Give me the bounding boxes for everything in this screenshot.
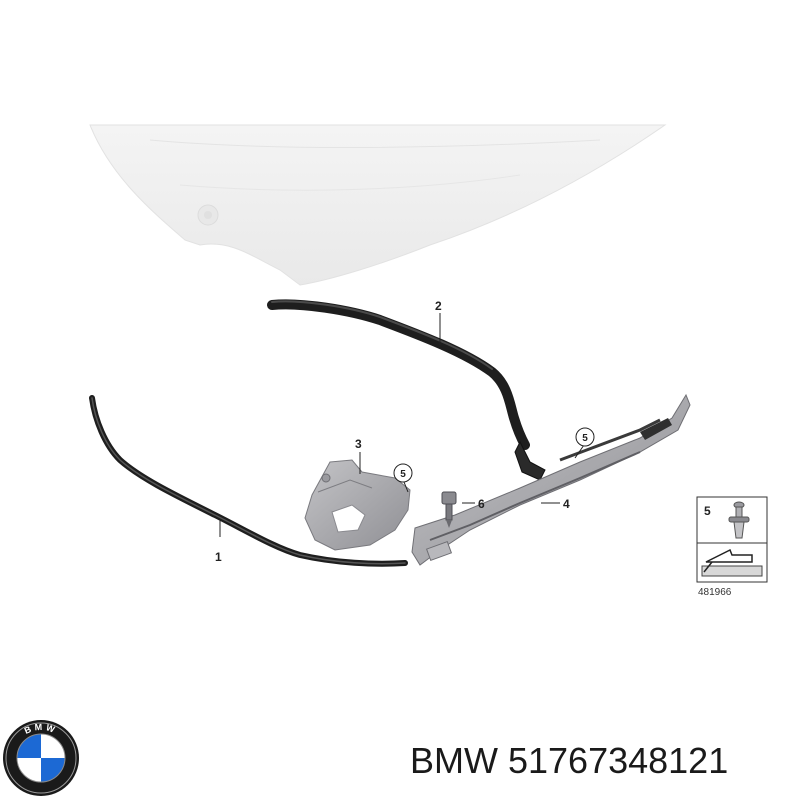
part-3-bracket (304, 459, 411, 551)
clip-fastener-icon (728, 501, 750, 539)
callout-4: 4 (563, 497, 570, 511)
leader-lines (219, 313, 585, 537)
footer-part-number: 51767348121 (507, 740, 729, 781)
callout-5-b: 5 (582, 433, 588, 444)
callout-3: 3 (355, 437, 362, 451)
part-2-upper-seal (267, 299, 546, 481)
part-1-lower-seal (89, 395, 408, 567)
footer-brand: BMW (410, 740, 498, 781)
legend-number: 5 (704, 504, 711, 518)
bmw-logo: BMW (3, 720, 79, 796)
callout-5-ring-a (393, 463, 413, 483)
part-4-cowl-panel (411, 393, 691, 566)
callout-5-a: 5 (400, 469, 406, 480)
callout-5-ring-b (575, 427, 595, 447)
part-6-fastener (441, 491, 457, 528)
callout-labels: 2 3 1 4 6 5 5 (215, 299, 595, 564)
bmw-logo-lettering: BMW (23, 722, 56, 736)
diagram-reference-number: 481966 (698, 587, 732, 598)
callout-6: 6 (478, 497, 485, 511)
mounting-arrow-icon (701, 548, 763, 577)
svg-text:BMW: BMW (23, 722, 59, 736)
callout-1: 1 (215, 550, 222, 564)
hood-panel (89, 124, 667, 286)
legend-box: 5 481966 (696, 496, 768, 598)
callout-2: 2 (435, 299, 442, 313)
